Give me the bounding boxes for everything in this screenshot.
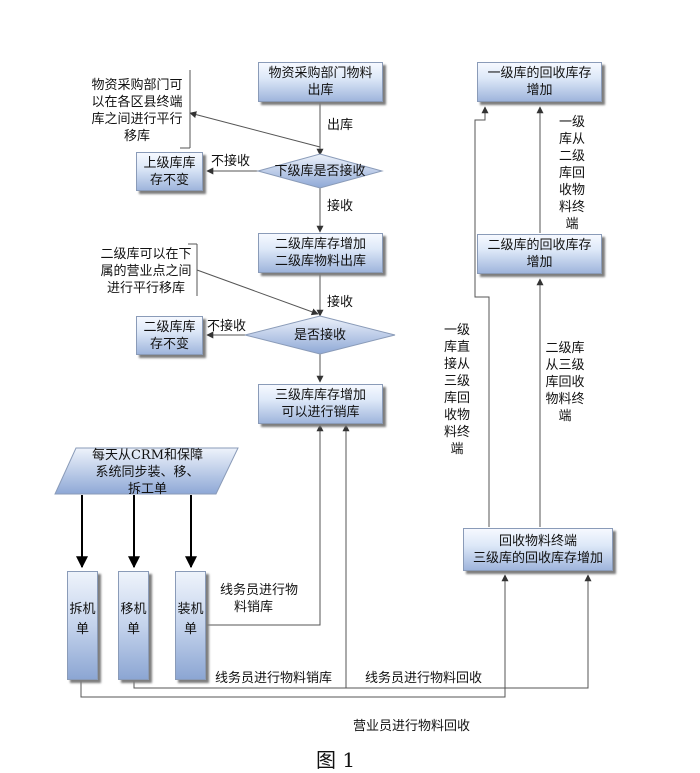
arrow-terminal-to-l1 xyxy=(474,106,490,527)
recycle-level1-box: 一级库的回收库存 增加 xyxy=(477,62,602,102)
level3-increase-box: 三级库库存增加 可以进行销库 xyxy=(258,384,383,424)
decision-lower-accept: 下级库是否接收 xyxy=(274,164,366,179)
procurement-out-box: 物资采购部门物料 出库 xyxy=(258,62,383,102)
label-l1-from-l2: 一级库从二级库回收物料终端 xyxy=(558,115,585,232)
procurement-transfer-note: 物资采购部门可 以在各区县终端 库之间进行平行 移库 xyxy=(91,78,183,144)
label-l1-direct: 一级库直接从三级库回收物料终端 xyxy=(443,323,470,457)
level2-unchanged-box: 二级库库 存不变 xyxy=(136,316,203,355)
level2-transfer-note: 二级库可以在下 属的营业点之间 进行平行移库 xyxy=(100,247,192,296)
decision-lower-accept-shape xyxy=(256,153,384,189)
label-reject-2: 不接收 xyxy=(207,319,247,334)
label-lineman-cancel-1: 线务员进行物 料销库 xyxy=(220,583,299,615)
level2-increase-box: 二级库库存增加 二级库物料出库 xyxy=(258,233,383,273)
arrow-dismantle-bottom xyxy=(80,574,509,698)
label-l2-from-l3: 二级库从三级库回收物料终端 xyxy=(545,341,585,424)
decision-accept: 是否接收 xyxy=(293,328,346,343)
upper-unchanged-box: 上级库库 存不变 xyxy=(136,152,203,191)
label-lineman-recycle: 线务员进行物料回收 xyxy=(365,671,483,686)
label-lineman-cancel-2: 线务员进行物料销库 xyxy=(215,671,333,686)
label-accept-2: 接收 xyxy=(327,295,354,310)
label-accept-1: 接收 xyxy=(327,199,354,214)
arrow-move-bottom xyxy=(133,574,592,689)
move-order-box: 移机 单 xyxy=(118,571,149,680)
label-reject-1: 不接收 xyxy=(211,154,251,169)
install-order-box: 装机 单 xyxy=(175,571,206,680)
label-out: 出库 xyxy=(327,118,354,133)
recycle-level2-box: 二级库的回收库存 增加 xyxy=(477,234,602,274)
note-link-1 xyxy=(189,111,321,148)
note-link-2 xyxy=(196,269,319,316)
arrow-install-to-level3 xyxy=(205,424,324,626)
recycle-terminal-box: 回收物料终端 三级库的回收库存增加 xyxy=(463,528,613,571)
figure-caption: 图 1 xyxy=(316,748,356,772)
crm-sync-shape xyxy=(54,447,239,495)
crm-sync-text: 每天从CRM和保障 系统同步装、移、 拆工单 xyxy=(91,448,204,497)
decision-accept-shape xyxy=(244,315,396,355)
dismantle-order-box: 拆机 单 xyxy=(67,571,98,680)
label-clerk-recycle: 营业员进行物料回收 xyxy=(353,719,471,734)
